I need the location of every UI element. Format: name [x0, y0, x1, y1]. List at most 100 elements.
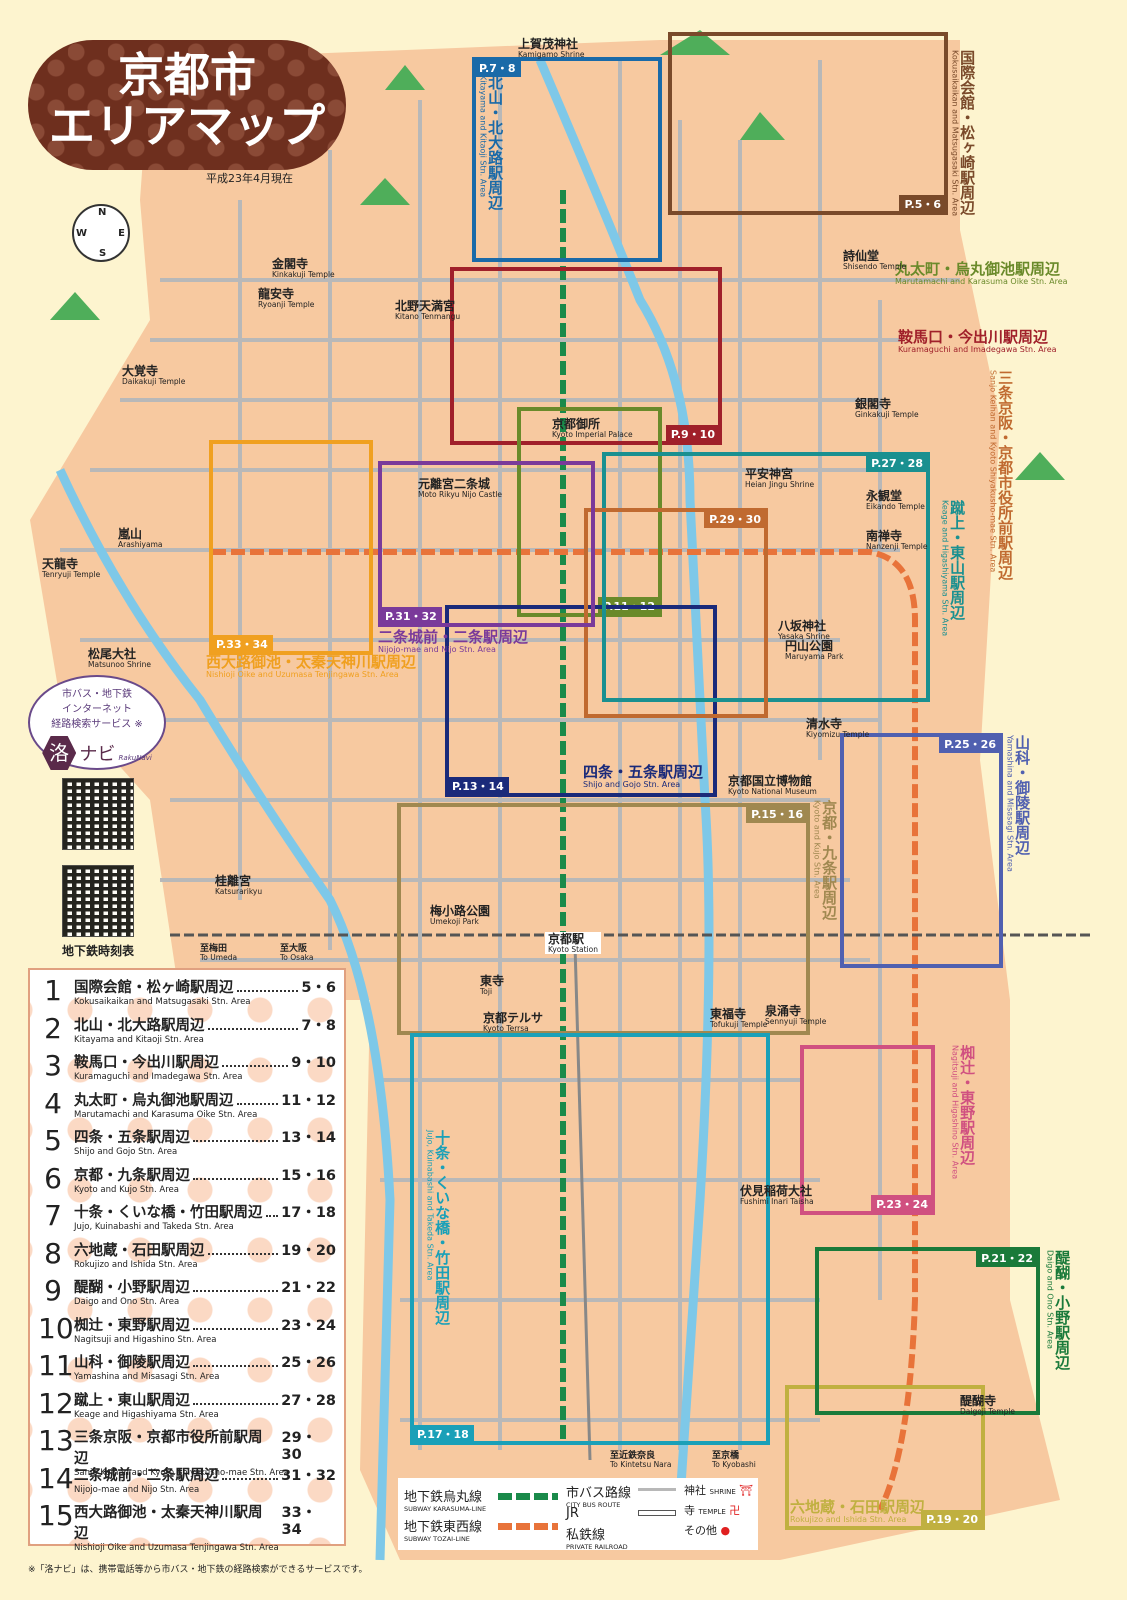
- landmark-jp: 円山公園: [785, 639, 834, 653]
- tozai-line-swatch: [498, 1523, 558, 1530]
- area-box-11[interactable]: P.25・26: [840, 733, 1003, 968]
- landmark-jp: 清水寺: [806, 717, 843, 731]
- area-box-1[interactable]: P.5・6: [668, 32, 948, 215]
- area-label-en: Sanjo Keihan and Kyoto Shiyakusho-mae St…: [988, 370, 998, 573]
- qr-code-rakunavi[interactable]: [62, 778, 134, 850]
- area-box-10[interactable]: P.23・24: [800, 1045, 935, 1215]
- area-box-9[interactable]: P.21・22: [815, 1247, 1040, 1415]
- area-box-2[interactable]: P.7・8: [472, 57, 662, 262]
- landmark-en: Kiyomizu Temple: [806, 729, 870, 739]
- legend-temple: 寺 TEMPLE 卍: [684, 1502, 740, 1518]
- landmark-en: Matsunoo Shrine: [88, 659, 152, 669]
- area-box-15[interactable]: P.33・34: [209, 440, 373, 655]
- area-label-en: Nagitsuji and Higashino Stn. Area: [950, 1045, 960, 1180]
- area-box-3[interactable]: P.9・10: [450, 267, 722, 445]
- legend-label: その他: [684, 1524, 717, 1537]
- area-label-en: Shijo and Gojo Stn. Area: [583, 779, 681, 789]
- landmark-jp: 京都駅: [548, 932, 585, 946]
- area-label-jp: 西大路御池・太秦天神川駅周辺: [206, 653, 417, 671]
- rakunavi-ad[interactable]: 市バス・地下鉄 インターネット 経路検索サービス ※ 洛 ナビ RakuNavi: [28, 675, 166, 770]
- area-box-13[interactable]: P.29・30: [584, 508, 768, 718]
- area-page-badge: P.29・30: [704, 510, 766, 528]
- area-box-7[interactable]: P.17・18: [410, 1033, 770, 1445]
- leader-dots: [236, 1089, 279, 1105]
- rakunavi-name: ナビ: [79, 744, 116, 765]
- area-page-badge: P.31・32: [380, 607, 442, 625]
- landmark-en: Maruyama Park: [785, 651, 844, 661]
- index-pages: 9・10: [291, 1055, 336, 1071]
- index-title: 三条京阪・京都市役所前駅周辺: [74, 1430, 263, 1467]
- landmark-jp: 南禅寺: [866, 529, 903, 543]
- landmark-jp: 東福寺: [710, 1007, 747, 1021]
- area-label-jp: 三条京阪・京都市役所前駅周辺: [996, 370, 1015, 580]
- qr-code-timetable[interactable]: [62, 865, 134, 937]
- area-box-14[interactable]: P.31・32: [378, 461, 595, 627]
- index-number: 5: [44, 1124, 62, 1157]
- legend-label-en: SUBWAY KARASUMA-LINE: [404, 1505, 487, 1513]
- index-title: 四条・五条駅周辺: [74, 1130, 190, 1146]
- area-box-8[interactable]: P.19・20: [785, 1385, 985, 1530]
- index-pages: 13・14: [281, 1130, 336, 1146]
